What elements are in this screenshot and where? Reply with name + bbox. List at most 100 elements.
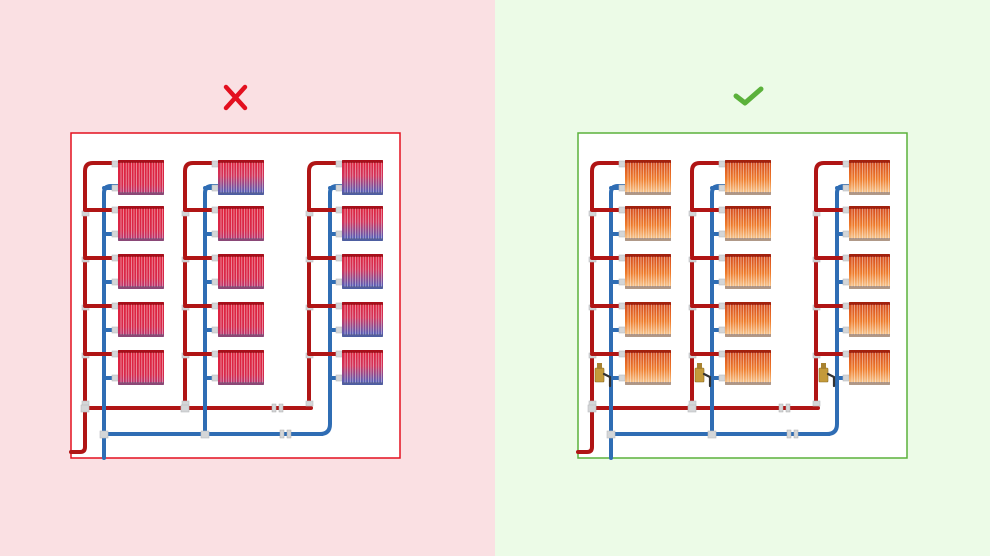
valve-body bbox=[694, 367, 705, 383]
radiator-top-rail bbox=[218, 206, 264, 209]
radiator bbox=[218, 302, 264, 337]
radiator bbox=[625, 350, 671, 385]
tee-fitting bbox=[305, 400, 314, 407]
tee-fitting bbox=[812, 400, 821, 407]
radiator-lockshield-fitting bbox=[335, 184, 343, 192]
radiator-top-rail bbox=[849, 254, 890, 257]
radiator bbox=[118, 350, 164, 385]
radiator bbox=[342, 160, 383, 195]
supply-riser-pipe bbox=[83, 161, 120, 410]
radiator-valve-fitting bbox=[335, 206, 343, 214]
radiator-lockshield-fitting bbox=[718, 184, 726, 192]
radiator-valve-fitting bbox=[335, 160, 343, 168]
radiator-top-rail bbox=[849, 206, 890, 209]
radiator-bottom-rail bbox=[118, 382, 164, 385]
radiator-valve-fitting bbox=[718, 160, 726, 168]
radiator bbox=[342, 254, 383, 289]
main-tee-fitting bbox=[707, 430, 717, 439]
radiator-top-rail bbox=[118, 350, 164, 353]
radiator bbox=[725, 350, 771, 385]
radiator-lockshield-fitting bbox=[335, 326, 343, 334]
check-mark-icon bbox=[733, 86, 764, 106]
radiator-top-rail bbox=[725, 350, 771, 353]
main-tee-fitting bbox=[587, 404, 597, 413]
main-tee-fitting bbox=[99, 430, 109, 439]
radiator-valve-fitting bbox=[211, 206, 219, 214]
radiator-top-rail bbox=[625, 350, 671, 353]
balancing-valve-icon bbox=[594, 363, 612, 388]
return-riser-pipe bbox=[825, 191, 839, 436]
union-left bbox=[778, 403, 784, 413]
radiator-body bbox=[342, 160, 383, 195]
radiator-top-rail bbox=[725, 206, 771, 209]
union-left bbox=[271, 403, 277, 413]
radiator-valve-fitting bbox=[618, 160, 626, 168]
panel-unbalanced bbox=[69, 84, 401, 460]
valve-body bbox=[818, 367, 829, 383]
valve-handle bbox=[826, 372, 836, 388]
radiator-bottom-rail bbox=[118, 238, 164, 241]
radiator-top-rail bbox=[725, 302, 771, 305]
radiator-lockshield-fitting bbox=[618, 374, 626, 382]
radiator bbox=[118, 206, 164, 241]
radiator bbox=[218, 350, 264, 385]
radiator-body bbox=[849, 254, 890, 289]
supply-riser-pipe bbox=[307, 161, 344, 410]
radiator-bottom-rail bbox=[625, 238, 671, 241]
radiator-body bbox=[342, 302, 383, 337]
radiator-lockshield-fitting bbox=[111, 278, 119, 286]
union-left bbox=[786, 429, 792, 439]
radiator bbox=[218, 254, 264, 289]
radiator-valve-fitting bbox=[211, 254, 219, 262]
radiator bbox=[849, 254, 890, 289]
radiator-bottom-rail bbox=[625, 334, 671, 337]
radiator-lockshield-fitting bbox=[718, 278, 726, 286]
radiator bbox=[118, 254, 164, 289]
radiator-bottom-rail bbox=[118, 192, 164, 195]
radiator-bottom-rail bbox=[849, 192, 890, 195]
supply-riser-pipe bbox=[183, 161, 220, 410]
supply-riser-pipe bbox=[814, 161, 851, 410]
radiator bbox=[725, 206, 771, 241]
radiator-lockshield-fitting bbox=[842, 278, 850, 286]
radiator-bottom-rail bbox=[342, 192, 383, 195]
radiator bbox=[218, 160, 264, 195]
radiator-top-rail bbox=[849, 350, 890, 353]
panel-balanced bbox=[576, 86, 908, 460]
radiator-top-rail bbox=[849, 302, 890, 305]
radiator-top-rail bbox=[625, 206, 671, 209]
radiator-bottom-rail bbox=[625, 286, 671, 289]
radiator-lockshield-fitting bbox=[718, 230, 726, 238]
radiator-valve-fitting bbox=[842, 302, 850, 310]
radiator-lockshield-fitting bbox=[842, 326, 850, 334]
radiator-lockshield-fitting bbox=[718, 374, 726, 382]
radiator-bottom-rail bbox=[849, 334, 890, 337]
radiator-valve-fitting bbox=[842, 350, 850, 358]
radiator-body bbox=[849, 206, 890, 241]
radiator-valve-fitting bbox=[111, 350, 119, 358]
radiator-valve-fitting bbox=[618, 302, 626, 310]
radiator-top-rail bbox=[849, 160, 890, 163]
radiator bbox=[118, 160, 164, 195]
radiator-top-rail bbox=[118, 206, 164, 209]
radiator-valve-fitting bbox=[111, 160, 119, 168]
cross-stroke-b bbox=[223, 84, 248, 111]
radiator bbox=[849, 302, 890, 337]
radiator-lockshield-fitting bbox=[211, 184, 219, 192]
valve-cap bbox=[697, 363, 702, 369]
radiator-lockshield-fitting bbox=[618, 230, 626, 238]
radiator-bottom-rail bbox=[849, 238, 890, 241]
radiator-bottom-rail bbox=[625, 192, 671, 195]
radiator-top-rail bbox=[342, 160, 383, 163]
union-right bbox=[785, 403, 791, 413]
radiator-top-rail bbox=[625, 302, 671, 305]
radiator-bottom-rail bbox=[218, 334, 264, 337]
radiator-valve-fitting bbox=[842, 206, 850, 214]
radiator-lockshield-fitting bbox=[842, 374, 850, 382]
radiator bbox=[342, 206, 383, 241]
radiator-valve-fitting bbox=[842, 254, 850, 262]
radiator-bottom-rail bbox=[118, 286, 164, 289]
radiator-lockshield-fitting bbox=[842, 230, 850, 238]
